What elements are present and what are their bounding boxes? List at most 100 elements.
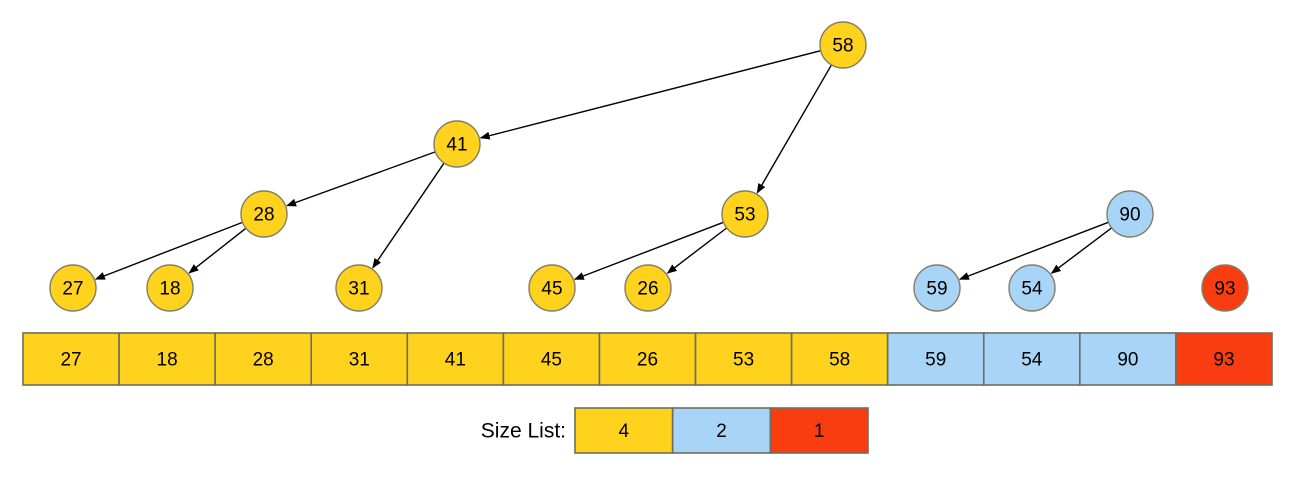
tree-node-41[interactable]: 41 [433, 120, 481, 168]
array-cell-value: 18 [157, 350, 178, 371]
edge-n41-to-n28 [286, 151, 436, 207]
array-cell-box [886, 332, 985, 386]
array-cell[interactable]: 58 [790, 332, 889, 386]
node-circle [528, 264, 576, 312]
node-value-label: 27 [62, 279, 83, 300]
edge-n58-to-n53 [756, 64, 832, 194]
array-cell-value: 27 [60, 350, 81, 371]
node-value-label: 31 [348, 279, 369, 300]
edge-n90-to-n54 [1050, 227, 1112, 274]
size-list-cell-box [671, 407, 772, 454]
size-list-caption: Size List: [481, 420, 566, 443]
size-list-cell[interactable]: 4 [574, 407, 674, 454]
tree-node-53[interactable]: 53 [721, 190, 769, 238]
node-circle [335, 264, 383, 312]
node-value-label: 58 [832, 36, 853, 57]
array-cell-value: 54 [1021, 350, 1043, 371]
tree-node-54[interactable]: 54 [1008, 264, 1056, 312]
node-circle [433, 120, 481, 168]
size-list-cell-box [574, 407, 674, 454]
node-value-label: 26 [637, 279, 658, 300]
node-value-label: 93 [1214, 279, 1235, 300]
array-cell-box [310, 332, 409, 386]
nodes-layer: 58 41 53 28 90 27 18 31 45 26 59 54 93 [49, 21, 1249, 312]
array-cell-value: 59 [925, 350, 946, 371]
array-cell[interactable]: 26 [598, 332, 697, 386]
tree-node-26[interactable]: 26 [624, 264, 672, 312]
size-list-cell[interactable]: 1 [769, 407, 869, 454]
node-value-label: 53 [734, 205, 755, 226]
array-cell[interactable]: 59 [886, 332, 985, 386]
array-cell-value: 28 [253, 350, 274, 371]
edge-n41-to-n31 [372, 163, 445, 269]
node-value-label: 90 [1119, 205, 1140, 226]
tree-node-58[interactable]: 58 [819, 21, 867, 69]
node-circle [721, 190, 769, 238]
node-circle [1201, 264, 1249, 312]
array-cell[interactable]: 27 [22, 332, 120, 386]
array-cell-box [694, 332, 793, 386]
node-circle [49, 264, 97, 312]
array-cell[interactable]: 41 [406, 332, 505, 386]
array-cell-box [214, 332, 313, 386]
tree-node-18[interactable]: 18 [146, 264, 194, 312]
tree-node-93[interactable]: 93 [1201, 264, 1249, 312]
tree-node-45[interactable]: 45 [528, 264, 576, 312]
array-cell-value: 53 [733, 350, 754, 371]
node-value-label: 45 [541, 279, 562, 300]
array-cell-box [598, 332, 697, 386]
array-cell[interactable]: 54 [982, 332, 1081, 386]
array-cell-value: 41 [445, 350, 466, 371]
node-circle [819, 21, 867, 69]
size-list-cell[interactable]: 2 [671, 407, 772, 454]
tree-node-90[interactable]: 90 [1106, 190, 1154, 238]
edge-n28-to-n18 [188, 227, 246, 274]
size-list-cell-box [769, 407, 869, 454]
array-cell-value: 31 [349, 350, 370, 371]
array-cell-value: 45 [541, 350, 562, 371]
edges-layer [94, 50, 1112, 280]
edge-n53-to-n26 [666, 227, 727, 274]
array-cell[interactable]: 53 [694, 332, 793, 386]
array-cell-box [118, 332, 216, 386]
tree-node-31[interactable]: 31 [335, 264, 383, 312]
size-list-cell-value: 2 [716, 421, 727, 442]
array-cell-box [1175, 332, 1273, 386]
array-cell[interactable]: 28 [214, 332, 313, 386]
node-circle [1008, 264, 1056, 312]
node-circle [913, 264, 961, 312]
array-cell[interactable]: 45 [502, 332, 601, 386]
array-cell-box [406, 332, 505, 386]
edge-n90-to-n59 [958, 221, 1109, 280]
array-cell-box [22, 332, 120, 386]
size-list-cell-value: 4 [619, 421, 630, 442]
node-value-label: 54 [1021, 279, 1043, 300]
array-cell-value: 58 [829, 350, 850, 371]
node-circle [146, 264, 194, 312]
size-list-layer: Size List: 4 2 1 [481, 407, 869, 454]
edge-n28-to-n27 [94, 221, 243, 280]
array-cell[interactable]: 90 [1079, 332, 1177, 386]
edge-n58-to-n41 [479, 50, 821, 140]
tree-node-28[interactable]: 28 [240, 190, 288, 238]
array-cell[interactable]: 18 [118, 332, 216, 386]
node-circle [624, 264, 672, 312]
tree-node-59[interactable]: 59 [913, 264, 961, 312]
node-value-label: 41 [446, 135, 467, 156]
array-cell-value: 26 [637, 350, 658, 371]
array-cell-box [1079, 332, 1177, 386]
array-cell-box [502, 332, 601, 386]
node-value-label: 59 [926, 279, 947, 300]
node-circle [240, 190, 288, 238]
array-layer: 27 18 28 31 41 45 26 53 58 59 54 90 93 [22, 332, 1273, 386]
tree-node-27[interactable]: 27 [49, 264, 97, 312]
node-circle [1106, 190, 1154, 238]
edge-n53-to-n45 [573, 221, 724, 280]
array-cell-value: 90 [1117, 350, 1138, 371]
node-value-label: 28 [253, 205, 274, 226]
node-value-label: 18 [159, 279, 180, 300]
array-cell[interactable]: 31 [310, 332, 409, 386]
array-cell[interactable]: 93 [1175, 332, 1273, 386]
